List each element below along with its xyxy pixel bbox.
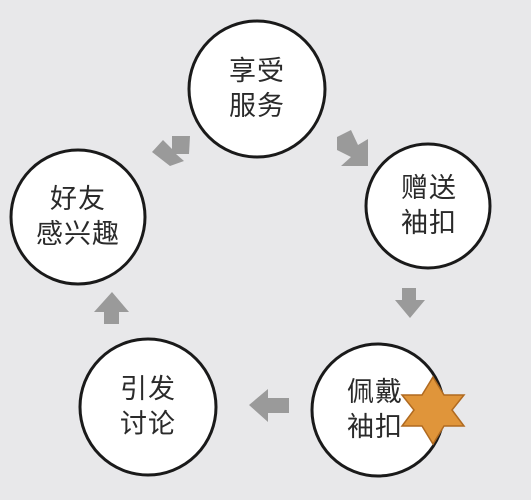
arrow-friends-to-enjoy [152,136,190,166]
arrow-discussion-to-friends [94,292,129,324]
node-enjoy-service: 享受 服务 [229,56,285,122]
node-gift-cufflinks: 赠送 袖扣 [401,173,457,239]
node-circle-gift-cufflinks [364,142,492,270]
node-circle-spark-discussion [78,337,218,477]
star-icon [400,375,466,446]
arrow-wear-to-discussion [249,389,289,422]
node-wear-cufflinks: 佩戴 袖扣 [347,377,403,443]
arrow-gift-to-wear [395,288,425,318]
node-spark-discussion: 引发 讨论 [120,374,176,440]
node-friends-interested: 好友 感兴趣 [36,184,120,250]
node-circle-friends-interested [9,148,147,286]
node-circle-enjoy-service [187,19,327,159]
arrow-enjoy-to-gift [337,130,368,166]
